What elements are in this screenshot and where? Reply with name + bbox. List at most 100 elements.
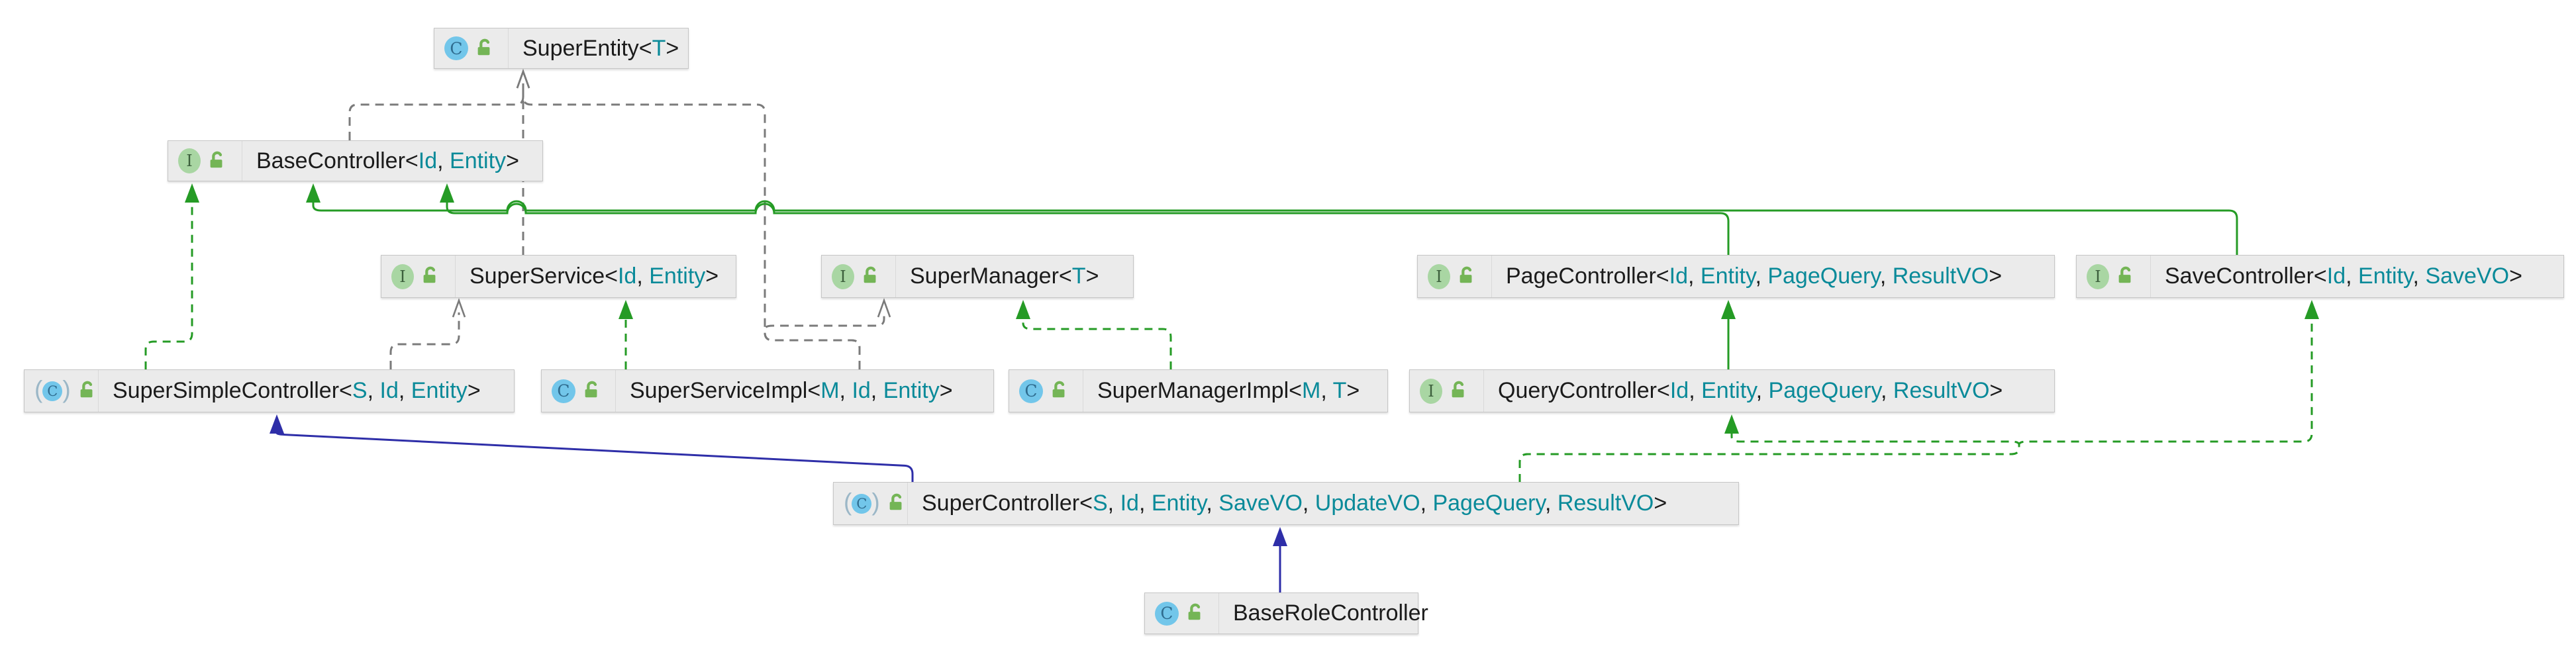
public-lock-icon xyxy=(1456,265,1476,288)
node-icon-group: C xyxy=(1145,593,1219,634)
type-name: SuperSimpleController xyxy=(113,378,340,403)
type-parameter: Entity xyxy=(1151,491,1207,516)
type-parameter: Id xyxy=(1669,263,1689,289)
type-parameter: Entity xyxy=(2358,263,2413,289)
type-parameter: Id xyxy=(617,263,637,289)
class-icon: C xyxy=(444,36,468,60)
type-parameter: M xyxy=(820,378,840,403)
node-label: QueryController<Id, Entity, PageQuery, R… xyxy=(1498,378,2003,403)
type-parameter: T xyxy=(652,35,666,61)
node-icon-group: C xyxy=(1009,370,1083,412)
type-parameter: S xyxy=(352,378,368,403)
type-name: SuperManager xyxy=(910,263,1059,289)
interface-icon: I xyxy=(178,148,201,173)
type-parameter: Entity xyxy=(883,378,940,403)
type-parameter: Entity xyxy=(1701,378,1756,403)
class-node-BaseRoleController[interactable]: C BaseRoleController xyxy=(1144,592,1428,634)
edge-SaveController-extends-interface-BaseController xyxy=(306,183,2238,255)
interface-node-BaseController[interactable]: I BaseController<Id, Entity> xyxy=(168,140,543,181)
interface-icon: I xyxy=(832,263,854,289)
class-node-SuperEntity[interactable]: C SuperEntity<T> xyxy=(434,28,689,69)
arrowhead-triangle xyxy=(440,183,454,203)
class-icon: C xyxy=(1019,379,1043,403)
node-label: SuperController<S, Id, Entity, SaveVO, U… xyxy=(922,491,1667,516)
type-name: SuperEntity xyxy=(522,35,639,61)
type-parameter: Entity xyxy=(450,148,507,173)
type-parameter: UpdateVO xyxy=(1314,491,1420,516)
node-label: SuperService<Id, Entity> xyxy=(470,263,719,289)
arrowhead-triangle xyxy=(1273,527,1287,546)
public-lock-icon xyxy=(420,265,440,288)
public-lock-icon xyxy=(2115,265,2135,288)
node-label: SuperSimpleController<S, Id, Entity> xyxy=(113,378,481,403)
edge-SuperServiceImpl-dependency-SuperManager xyxy=(764,298,891,369)
arrowhead-triangle xyxy=(1721,300,1736,319)
edge-SuperController-extends-class-SuperSimpleController xyxy=(270,414,914,482)
abstract-class-icon: (C) xyxy=(844,488,880,516)
type-parameter: Id xyxy=(852,378,871,403)
type-name: PageController xyxy=(1506,263,1656,289)
public-lock-icon xyxy=(1049,379,1069,402)
public-lock-icon xyxy=(1185,602,1205,625)
type-parameter: Entity xyxy=(411,378,468,403)
node-icon-group: I xyxy=(1418,256,1492,297)
public-lock-icon xyxy=(207,150,226,173)
type-parameter: T xyxy=(1071,263,1086,289)
type-name: QueryController xyxy=(1498,378,1657,403)
node-label: SaveController<Id, Entity, SaveVO> xyxy=(2165,263,2522,289)
class-node-SuperSimpleController[interactable]: (C) SuperSimpleController<S, Id, Entity> xyxy=(24,369,515,412)
type-parameter: Id xyxy=(418,148,438,173)
node-label: SuperManagerImpl<M, T> xyxy=(1097,378,1360,403)
node-label: BaseController<Id, Entity> xyxy=(256,148,519,173)
type-name: SuperServiceImpl xyxy=(630,378,808,403)
class-node-SuperManagerImpl[interactable]: C SuperManagerImpl<M, T> xyxy=(1009,369,1388,412)
arrowhead-triangle xyxy=(270,414,284,434)
interface-icon: I xyxy=(2087,263,2109,289)
type-parameter: ResultVO xyxy=(1557,491,1654,516)
node-icon-group: C xyxy=(434,28,509,68)
type-name: BaseRoleController xyxy=(1233,600,1428,626)
interface-node-SuperService[interactable]: I SuperService<Id, Entity> xyxy=(381,255,736,298)
arrowhead-triangle xyxy=(306,183,321,203)
arrowhead-triangle xyxy=(1016,300,1030,319)
arrowhead-open xyxy=(452,298,466,318)
type-parameter: M xyxy=(1302,378,1321,403)
node-icon-group: I xyxy=(2077,256,2151,297)
node-icon-group: (C) xyxy=(834,483,908,524)
public-lock-icon xyxy=(77,379,97,402)
edge-SuperSimpleController-dependency-SuperService xyxy=(389,298,466,369)
class-node-SuperController[interactable]: (C) SuperController<S, Id, Entity, SaveVO… xyxy=(833,482,1739,525)
type-parameter: PageQuery xyxy=(1768,378,1881,403)
type-parameter: SaveVO xyxy=(1218,491,1303,516)
node-label: BaseRoleController xyxy=(1219,600,1428,626)
type-parameter: Id xyxy=(1120,491,1139,516)
interface-node-SuperManager[interactable]: I SuperManager<T> xyxy=(821,255,1134,298)
type-parameter: Entity xyxy=(649,263,706,289)
type-parameter: S xyxy=(1092,491,1108,516)
node-icon-group: I xyxy=(168,141,242,181)
arrowhead-triangle xyxy=(619,300,633,319)
edge-PageController-extends-interface-BaseController xyxy=(440,183,1730,255)
type-parameter: T xyxy=(1332,378,1347,403)
node-icon-group: (C) xyxy=(25,370,99,412)
type-parameter: Entity xyxy=(1700,263,1756,289)
node-label: SuperEntity<T> xyxy=(522,35,679,61)
type-parameter: Id xyxy=(1669,378,1689,403)
node-label: SuperManager<T> xyxy=(910,263,1099,289)
node-icon-group: I xyxy=(822,256,896,297)
type-parameter: Id xyxy=(2326,263,2346,289)
arrowhead-triangle xyxy=(185,183,199,203)
public-lock-icon xyxy=(474,37,494,60)
type-name: SuperManagerImpl xyxy=(1097,378,1289,403)
edge-SuperController-implements-SaveController xyxy=(1518,300,2319,482)
arrowhead-triangle xyxy=(1724,414,1739,434)
type-parameter: PageQuery xyxy=(1432,491,1545,516)
edge-SuperSimpleController-implements-BaseController xyxy=(144,183,199,369)
interface-node-SaveController[interactable]: I SaveController<Id, Entity, SaveVO> xyxy=(2076,255,2564,298)
node-icon-group: I xyxy=(381,256,456,297)
